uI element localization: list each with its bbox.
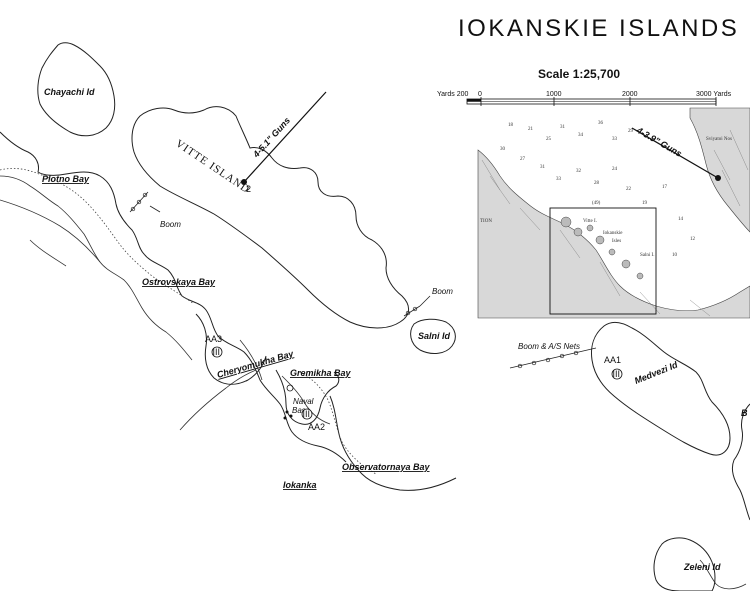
- aa3-symbol: III: [213, 347, 221, 357]
- svg-text:31: 31: [540, 165, 546, 170]
- label-boom-east: Boom: [432, 287, 453, 296]
- label-east-fragment: B: [741, 408, 748, 418]
- chayachi-island-coast: [37, 42, 116, 137]
- scale-bar: Scale 1:25,700 Yards 200 0 1000 2000 300…: [437, 67, 732, 106]
- gremikha-inner: [281, 375, 331, 425]
- mainland-coast-west: [0, 131, 347, 463]
- gun-marker: 2: [246, 184, 251, 194]
- svg-text:31: 31: [560, 125, 566, 130]
- zeleni-island-coast: [653, 537, 716, 591]
- aa2-battery: III AA2: [301, 408, 325, 432]
- salni-island-coast: [410, 318, 456, 354]
- river-4: [239, 339, 263, 381]
- mainland-coast-inner: [0, 175, 193, 361]
- inset-label-area: (49): [592, 201, 601, 206]
- aa2-symbol: III: [303, 409, 311, 419]
- cheryomukha-bay-coast: [195, 313, 267, 385]
- label-medvezhi-island: Medvezi Id: [633, 359, 679, 386]
- svg-text:21: 21: [528, 127, 534, 132]
- svg-text:18: 18: [508, 123, 514, 128]
- boom-west: Boom: [129, 191, 181, 229]
- scale-tick-3000: 3000 Yards: [696, 91, 732, 98]
- label-aa2: AA2: [308, 422, 325, 432]
- label-iokanka: Iokanka: [283, 480, 317, 490]
- svg-text:25: 25: [546, 137, 552, 142]
- svg-text:10: 10: [672, 253, 678, 258]
- svg-text:14: 14: [678, 217, 684, 222]
- label-cheryomukha-bay: Cheryomukha Bay: [216, 348, 296, 380]
- gun-battery-vitte: 4-5.1" Guns 2: [241, 91, 327, 194]
- inset-landmass-west: [477, 149, 750, 319]
- label-gremikha-bay: Gremikha Bay: [290, 368, 352, 378]
- inset-map: 18 21 25 31 34 36 33 29 30 27 31 33 32 28 24 22 19 1…: [477, 107, 750, 319]
- svg-text:22: 22: [626, 187, 632, 192]
- svg-text:24: 24: [612, 167, 618, 172]
- vitte-island-coast: [131, 106, 409, 329]
- naval-base: Naval Base: [283, 384, 314, 420]
- svg-text:32: 32: [576, 169, 582, 174]
- aa3-battery: AA3 III: [205, 334, 223, 358]
- label-chayachi-island: Chayachi Id: [44, 87, 95, 97]
- inset-landmass-east: [689, 107, 750, 233]
- inset-label-iokanskie: Iokanskie: [603, 231, 623, 236]
- svg-text:36: 36: [598, 121, 604, 126]
- river-1: [0, 199, 101, 263]
- guns-vitte-label: 4-5.1" Guns: [250, 115, 292, 160]
- boom-east: Boom: [403, 287, 453, 317]
- svg-text:12: 12: [690, 237, 696, 242]
- svg-text:17: 17: [662, 185, 668, 190]
- east-shore-coast: [329, 395, 457, 491]
- scale-title: Scale 1:25,700: [538, 67, 620, 81]
- mainland-coast-east: [731, 403, 750, 521]
- scale-tick-0: 0: [478, 91, 482, 98]
- naval-base-line2: Base: [292, 406, 311, 415]
- label-ostrovskaya-bay: Ostrovskaya Bay: [142, 277, 216, 287]
- label-aa3: AA3: [205, 334, 222, 344]
- river-3: [179, 369, 257, 431]
- label-observatornaya-bay: Observatornaya Bay: [342, 462, 431, 472]
- inset-label-tion: TION: [480, 219, 492, 224]
- map-title: IOKANSKIE ISLANDS: [458, 15, 739, 42]
- svg-text:28: 28: [594, 181, 600, 186]
- svg-text:19: 19: [642, 201, 648, 206]
- inset-label-vitte: Vitte I.: [583, 219, 597, 224]
- label-salni-island: Salni Id: [418, 331, 451, 341]
- aa1-battery: AA1 III: [604, 355, 623, 380]
- label-aa1: AA1: [604, 355, 621, 365]
- label-vitte-island: VITTE ISLAND: [173, 138, 252, 197]
- svg-text:30: 30: [500, 147, 506, 152]
- scale-tick-1000: 1000: [546, 91, 562, 98]
- svg-text:29: 29: [628, 129, 634, 134]
- naval-base-line1: Naval: [293, 397, 314, 406]
- label-plotno-bay: Plotno Bay: [42, 174, 90, 184]
- inset-label-isles: Isles: [612, 239, 621, 244]
- river-2: [29, 239, 67, 267]
- gremikha-bay-coast: [275, 369, 340, 425]
- scale-tick-200: Yards 200: [437, 91, 468, 98]
- inset-label-salni: Salni I.: [640, 253, 654, 258]
- boom-nets: Boom & A/S Nets: [509, 342, 597, 369]
- medvezhi-island-coast: [591, 321, 731, 456]
- svg-text:33: 33: [612, 137, 618, 142]
- label-boom-west: Boom: [160, 220, 181, 229]
- svg-text:33: 33: [556, 177, 562, 182]
- inset-label-sviyatoi: Sviyatoi Nos: [706, 137, 732, 142]
- label-boom-nets: Boom & A/S Nets: [518, 342, 580, 351]
- label-zeleni-island: Zeleni Id: [683, 562, 721, 572]
- svg-text:34: 34: [578, 133, 584, 138]
- zeleni-coast-2: [699, 559, 747, 590]
- aa1-symbol: III: [613, 369, 621, 379]
- svg-text:27: 27: [520, 157, 526, 162]
- scale-tick-2000: 2000: [622, 91, 638, 98]
